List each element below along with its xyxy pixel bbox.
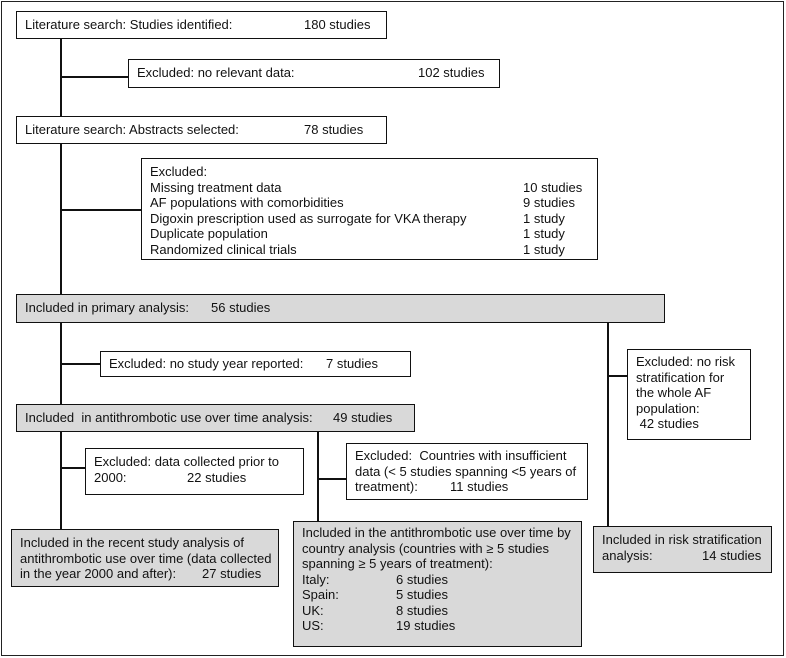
connector	[317, 432, 319, 521]
abstracts-selected-box: Literature search: Abstracts selected: 78…	[16, 116, 387, 144]
text-line: data (< 5 studies spanning <5 years of	[355, 463, 577, 479]
label: Included in antithrombotic use over time…	[25, 410, 313, 425]
text-line: Included in risk stratification	[602, 532, 762, 547]
excluded-year-box: Excluded: no study year reported: 7 studi…	[100, 351, 411, 377]
text-line: Included in the recent study analysis of	[20, 535, 245, 550]
excluded-prior-2000-box: Excluded: data collected prior to 2000: 2…	[85, 448, 304, 495]
label: Digoxin prescription used as surrogate f…	[150, 210, 467, 226]
connector	[607, 375, 627, 377]
count: 14 studies	[702, 547, 762, 563]
country-row: UK: 8 studies	[302, 603, 573, 619]
country-name: UK:	[302, 602, 324, 618]
list-item: AF populations with comorbidities 9 studi…	[150, 195, 589, 211]
text-line: Included in the antithrombotic use over …	[302, 525, 571, 540]
count: 6 studies	[396, 571, 449, 587]
count: 9 studies	[523, 195, 576, 210]
excluded-countries-box: Excluded: Countries with insufficient da…	[346, 443, 588, 500]
country-row: Spain: 5 studies	[302, 587, 573, 603]
count: 56 studies	[211, 300, 271, 315]
text-line: stratification for	[636, 369, 725, 385]
text-line: the whole AF	[636, 385, 712, 400]
label: Excluded: no study year reported:	[109, 356, 304, 371]
connector	[60, 467, 85, 469]
label: Missing treatment data	[150, 179, 282, 195]
text-line: population:	[636, 400, 700, 416]
label: Duplicate population	[150, 226, 268, 241]
excluded-risk-box: Excluded: no risk stratification for the…	[627, 349, 751, 440]
count: 42 studies	[636, 416, 699, 431]
label: Excluded: no relevant data:	[137, 65, 295, 80]
label: 2000:	[94, 469, 127, 485]
label: in the year 2000 and after):	[20, 566, 177, 581]
connector	[607, 323, 609, 526]
list-item: Randomized clinical trials 1 study	[150, 242, 589, 258]
country-analysis-box: Included in the antithrombotic use over …	[293, 521, 582, 647]
country-name: Spain:	[302, 587, 339, 602]
count: 49 studies	[333, 410, 393, 425]
connector	[60, 432, 62, 529]
label: AF populations with comorbidities	[150, 195, 344, 210]
excluded-list-box: Excluded: Missing treatment data 10 studi…	[141, 158, 598, 260]
country-name: US:	[302, 618, 324, 633]
country-name: Italy:	[302, 571, 330, 587]
connector	[317, 478, 346, 480]
text-line: country analysis (countries with ≥ 5 stu…	[302, 540, 550, 556]
list-item: Duplicate population 1 study	[150, 226, 589, 242]
count: 19 studies	[396, 618, 456, 633]
connector	[60, 76, 128, 78]
text-line: spanning ≥ 5 years of treatment):	[302, 556, 493, 571]
count: 78 studies	[304, 122, 364, 137]
label: Randomized clinical trials	[150, 241, 297, 257]
risk-stratification-box: Included in risk stratification analysis…	[593, 526, 772, 573]
count: 1 study	[523, 210, 565, 226]
excluded-title: Excluded:	[150, 164, 208, 179]
list-item: Missing treatment data 10 studies	[150, 180, 589, 196]
count: 5 studies	[396, 587, 449, 602]
label: treatment):	[355, 479, 418, 494]
count: 102 studies	[418, 65, 485, 80]
count: 8 studies	[396, 602, 449, 618]
text-line: Excluded: Countries with insufficient	[355, 448, 567, 463]
excluded-no-data-box: Excluded: no relevant data: 102 studies	[128, 59, 500, 88]
count: 1 study	[523, 226, 565, 241]
label: analysis:	[602, 547, 653, 563]
country-row: US: 19 studies	[302, 618, 573, 634]
connector	[60, 209, 141, 211]
count: 7 studies	[326, 356, 379, 371]
label: Included in primary analysis:	[25, 300, 190, 315]
list-item: Digoxin prescription used as surrogate f…	[150, 211, 589, 227]
count: 1 study	[523, 241, 565, 257]
studies-identified-box: Literature search: Studies identified: 18…	[16, 11, 387, 39]
country-row: Italy: 6 studies	[302, 572, 573, 588]
connector	[60, 363, 100, 365]
text-line: Excluded: no risk	[636, 354, 735, 369]
text-line: Excluded: data collected prior to	[94, 454, 279, 469]
count: 22 studies	[187, 469, 247, 485]
connector	[60, 38, 62, 294]
count: 27 studies	[202, 566, 262, 581]
recent-study-analysis-box: Included in the recent study analysis of…	[11, 529, 279, 587]
antithrombotic-analysis-box: Included in antithrombotic use over time…	[16, 404, 415, 432]
label: Literature search: Abstracts selected:	[25, 122, 239, 137]
count: 11 studies	[450, 479, 509, 494]
count: 10 studies	[523, 179, 583, 195]
primary-analysis-box: Included in primary analysis: 56 studies	[16, 294, 665, 323]
text-line: antithrombotic use over time (data colle…	[20, 550, 272, 566]
label: Literature search: Studies identified:	[25, 17, 233, 32]
count: 180 studies	[304, 17, 371, 32]
